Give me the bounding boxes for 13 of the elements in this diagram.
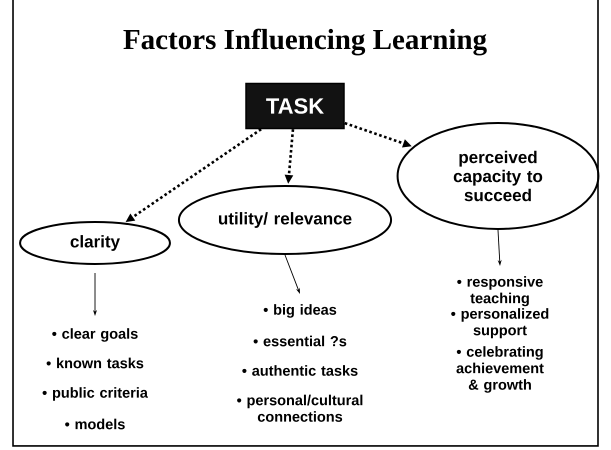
bullet-item: • models	[65, 418, 125, 430]
title: Factors Influencing Learning	[123, 28, 487, 56]
bullet-item: • personal/cultural connections	[237, 394, 362, 422]
bullet-item: • clear goals	[52, 328, 138, 342]
bullet-item: • responsive teaching	[457, 276, 543, 306]
bullet-item: • celebrating achievement & growth	[456, 346, 544, 393]
bullet-item: • known tasks	[46, 358, 144, 368]
bullet-item: • personalized support	[451, 308, 548, 338]
task-box: TASK	[245, 82, 345, 130]
bullet-item: • public criteria	[42, 387, 148, 401]
bullet-item: • big ideas	[264, 304, 336, 318]
bullet-item: • authentic tasks	[242, 365, 358, 376]
bullet-item: • essential ?s	[254, 336, 346, 346]
